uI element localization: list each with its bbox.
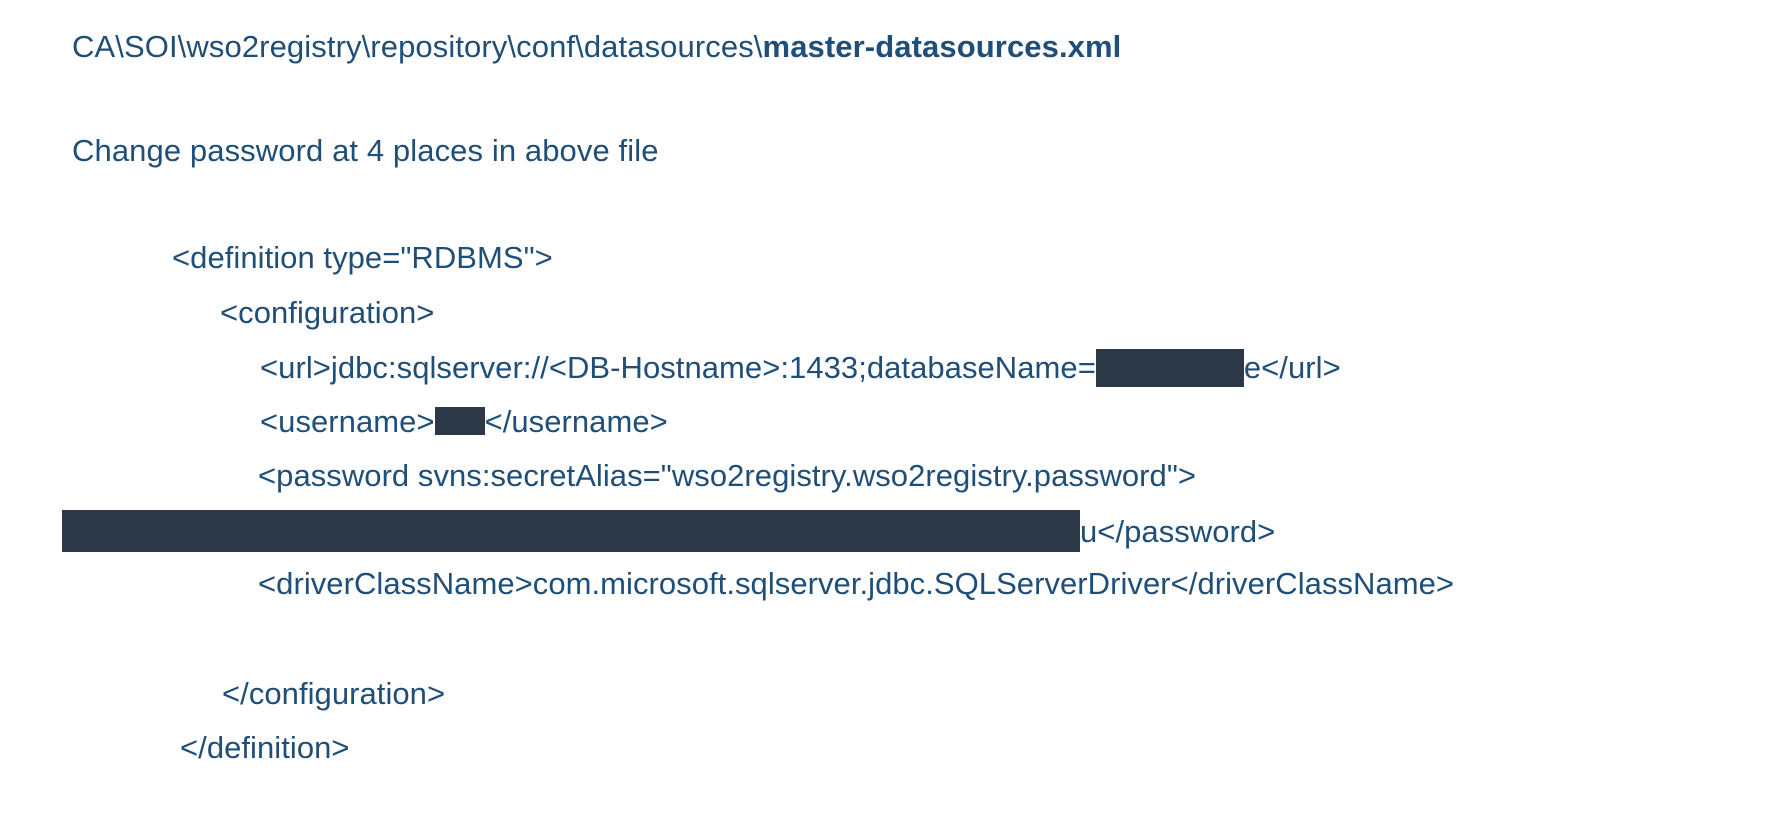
file-path-filename: master-datasources.xml <box>762 29 1122 64</box>
instruction-line: Change password at 4 places in above fil… <box>72 133 659 168</box>
url-text-before: <url>jdbc:sqlserver://<DB-Hostname>:1433… <box>260 350 1096 386</box>
code-line-username: <username> </username> <box>260 404 668 439</box>
username-text-after: </username> <box>484 404 668 439</box>
password-text-after: u</password> <box>1080 514 1276 550</box>
code-line-password-value: u</password> <box>62 510 1276 555</box>
redaction-bar-database-name <box>1095 349 1244 387</box>
file-path-prefix: CA\SOI\wso2registry\repository\conf\data… <box>72 29 763 64</box>
url-text-after: e</url> <box>1243 350 1341 386</box>
code-line-url: <url>jdbc:sqlserver://<DB-Hostname>:1433… <box>260 349 1341 389</box>
code-line-definition-open: <definition type="RDBMS"> <box>172 240 553 275</box>
redaction-bar-username <box>434 406 485 435</box>
code-line-password-open: <password svns:secretAlias="wso2registry… <box>258 458 1197 493</box>
code-line-configuration-open: <configuration> <box>220 295 435 330</box>
code-line-configuration-close: </configuration> <box>222 676 446 711</box>
code-line-definition-close: </definition> <box>180 730 350 765</box>
redaction-bar-password <box>62 510 1080 552</box>
file-path-line: CA\SOI\wso2registry\repository\conf\data… <box>72 29 1122 64</box>
code-line-driver-class-name: <driverClassName>com.microsoft.sqlserver… <box>258 566 1455 601</box>
username-text-before: <username> <box>260 404 435 439</box>
